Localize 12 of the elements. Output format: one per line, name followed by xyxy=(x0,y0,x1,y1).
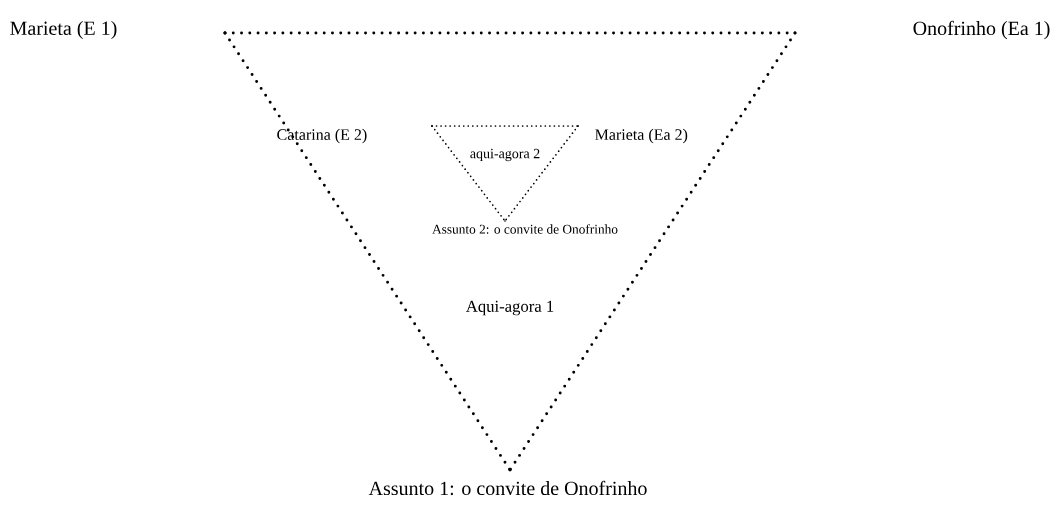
dotted-line xyxy=(223,31,512,472)
dotted-line xyxy=(508,31,797,472)
vertex-label: Assunto 1: o convite de Onofrinho xyxy=(368,480,647,496)
text-label: Onofrinho (Ea 1) xyxy=(913,20,1050,40)
text-label: Catarina (E 2) xyxy=(277,128,367,144)
vertex-label: Marieta (Ea 2) xyxy=(595,128,688,144)
text-label: aqui-agora 2 xyxy=(470,148,540,162)
vertex-label: Assunto 2: o convite de Onofrinho xyxy=(432,224,618,234)
dotted-line xyxy=(431,125,506,222)
text-label: Aqui-agora 1 xyxy=(465,300,554,316)
dotted-line xyxy=(504,125,579,222)
text-label: Marieta (E 1) xyxy=(10,20,117,40)
